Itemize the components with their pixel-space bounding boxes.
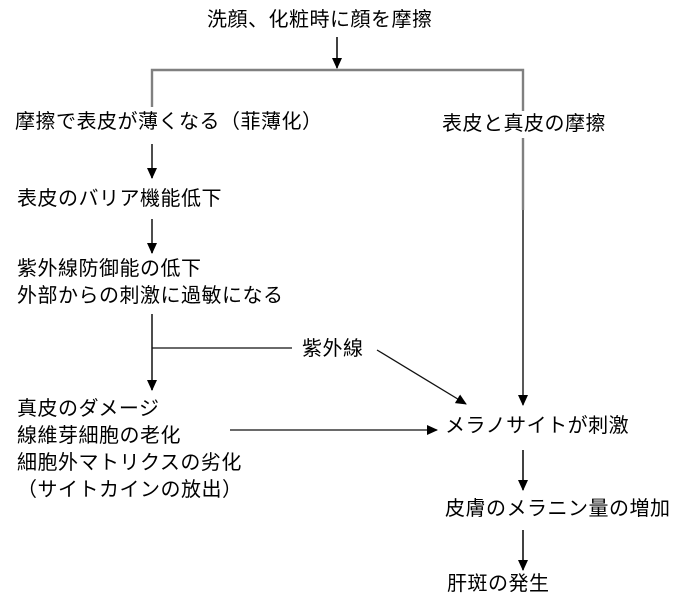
- arrow-uv-to-melanocyte: [376, 349, 467, 405]
- node-uv-label: 紫外線: [302, 338, 364, 360]
- node-epidermis-dermis-friction: 表皮と真皮の摩擦: [440, 111, 608, 138]
- node-melasma-occurrence: 肝斑の発生: [447, 573, 550, 595]
- node-melanocyte-stimulated: メラノサイトが刺激: [445, 415, 630, 437]
- branch-bracket-line: [150, 68, 525, 210]
- node-melanin-increase: 皮膚のメラニン量の増加: [445, 498, 671, 520]
- node-title-face-friction: 洗顔、化粧時に顔を摩擦: [207, 9, 433, 31]
- node-epidermis-thinning: 摩擦で表皮が薄くなる（菲薄化）: [15, 111, 323, 133]
- node-uv-defense-decline: 紫外線防御能の低下 外部からの刺激に過敏になる: [17, 258, 284, 307]
- node-barrier-function-decline: 表皮のバリア機能低下: [17, 188, 222, 210]
- node-dermis-damage: 真皮のダメージ 線維芽細胞の老化 細胞外マトリクスの劣化 （サイトカインの放出）: [17, 398, 243, 501]
